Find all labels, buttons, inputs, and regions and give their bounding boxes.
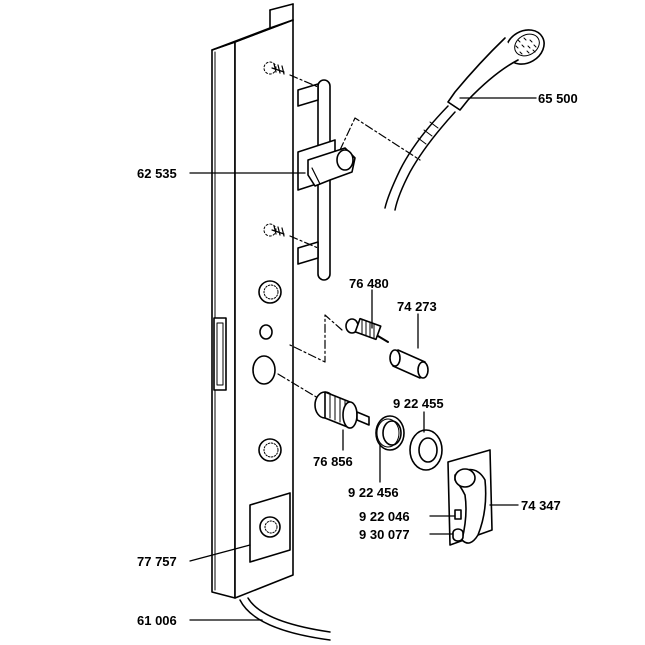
middle-screw [263,223,285,237]
part-label-escutcheon: 9 22 455 [393,396,444,411]
lever-handle [447,449,493,546]
escutcheon [409,429,443,471]
body-jet-lower [249,492,291,563]
hand-shower [447,29,545,111]
part-label-threaded-ring: 9 22 456 [348,485,399,500]
threaded-ring [375,415,405,451]
shower-hose [384,105,456,211]
part-label-cartridge: 76 856 [313,454,353,469]
assembly-lines [277,74,421,399]
part-label-jet-panel: 77 757 [137,554,177,569]
valve-opening [252,355,276,385]
slider-holder [297,139,356,191]
part-label-diverter-knob: 74 273 [397,299,437,314]
part-label-diverter-spindle: 76 480 [349,276,389,291]
top-screw [263,61,285,75]
bottom-hose [239,597,331,641]
body-jet-top [258,280,282,304]
set-screw [454,509,462,520]
part-label-slider-holder: 62 535 [137,166,177,181]
label-leaders [189,97,537,621]
part-label-lever-handle: 74 347 [521,498,561,513]
part-label-hand-shower: 65 500 [538,91,578,106]
diverter-spindle [345,317,389,343]
part-label-bottom-hose: 61 006 [137,613,177,628]
diverter-knob [389,349,429,379]
small-ring-port [259,324,273,340]
screw-cap [452,528,464,542]
part-label-set-screw: 9 22 046 [359,509,410,524]
body-jet-middle [258,438,282,462]
part-label-screw-cap: 9 30 077 [359,527,410,542]
cartridge [314,391,370,429]
